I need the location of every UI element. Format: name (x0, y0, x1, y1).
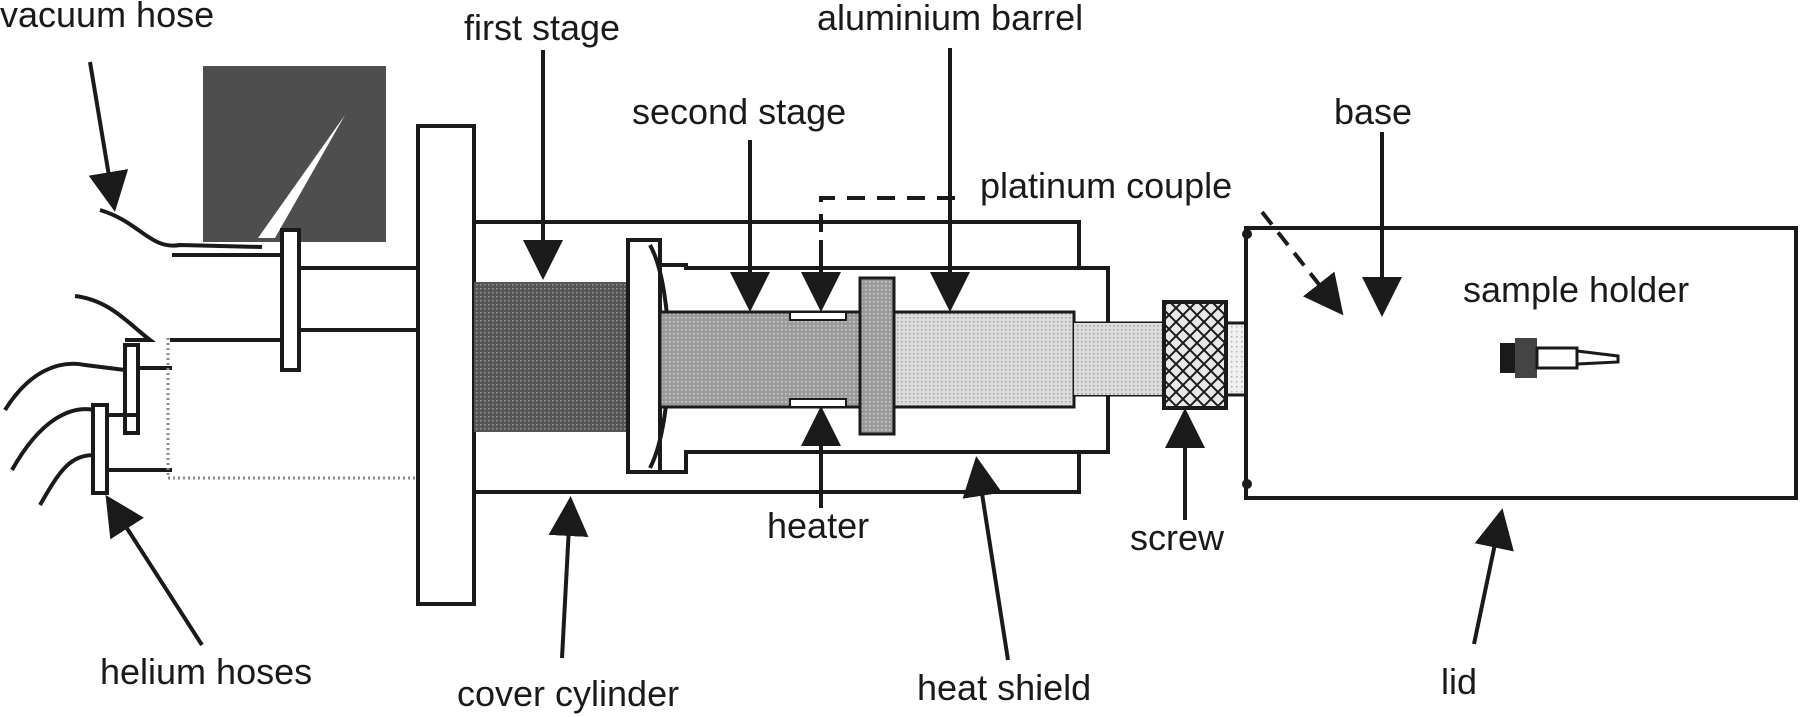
label-screw: screw (1130, 517, 1225, 558)
helium-hose-3 (10, 407, 96, 471)
helium-hose-4 (38, 453, 96, 506)
heater-slot-top (789, 311, 847, 321)
label-base: base (1334, 91, 1412, 132)
arrow-heat-shield (962, 456, 1010, 661)
screw (1162, 300, 1228, 410)
vacuum-flange (280, 228, 301, 372)
base-rod-left (1074, 323, 1164, 395)
lid-corner-top (1242, 229, 1252, 239)
label-vacuum-hose: vacuum hose (0, 0, 214, 35)
label-aluminium-barrel: aluminium barrel (817, 0, 1083, 38)
label-helium-hoses: helium hoses (100, 651, 312, 692)
vacuum-hose (99, 208, 263, 249)
arrow-cover-cylinder (548, 496, 589, 659)
vacuum-housing-highlight (258, 115, 345, 238)
lid-corner-bottom (1242, 479, 1252, 489)
label-cover-cylinder: cover cylinder (457, 673, 679, 714)
second-stage-block (658, 310, 868, 409)
arrow-lid (1472, 508, 1514, 645)
sample-holder-part (1500, 338, 1620, 378)
helium-flange-1 (123, 343, 140, 435)
second-stage-flange (626, 238, 662, 474)
vacuum-housing-block (203, 66, 386, 242)
label-heat-shield: heat shield (917, 667, 1091, 708)
helium-hose-1 (74, 294, 156, 342)
label-lid: lid (1441, 661, 1477, 702)
first-stage-block (474, 282, 628, 432)
aluminium-barrel (892, 310, 1076, 409)
label-sample-holder: sample holder (1463, 269, 1689, 310)
label-heater: heater (767, 505, 869, 546)
platinum-couple-wire (819, 196, 962, 262)
arrow-platinum-couple (1260, 210, 1344, 316)
label-first-stage: first stage (464, 7, 620, 48)
helium-hose-2 (3, 361, 126, 412)
heater-slot-bottom (789, 398, 847, 408)
stage-collar (858, 276, 896, 436)
label-second-stage: second stage (632, 91, 846, 132)
mounting-plate (416, 124, 476, 606)
arrow-vacuum-hose (88, 61, 129, 212)
arrow-helium-hoses (105, 494, 204, 647)
label-platinum-couple: platinum couple (980, 165, 1232, 206)
helium-flange-2 (91, 403, 109, 495)
